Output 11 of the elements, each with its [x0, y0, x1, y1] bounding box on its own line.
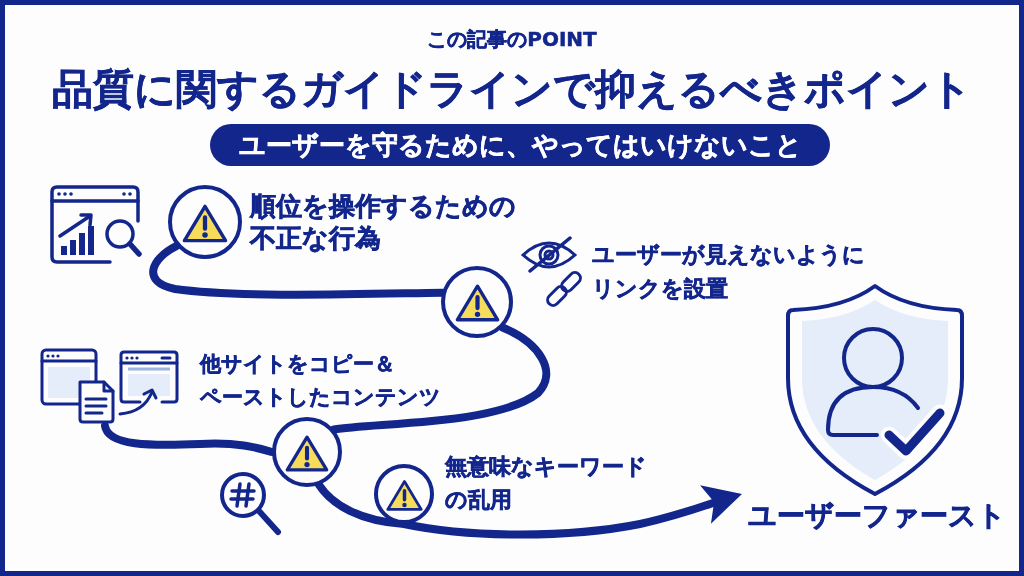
warning-circle [374, 464, 434, 524]
road-arrow [403, 485, 742, 539]
copy-paste-icon [40, 348, 180, 426]
subtitle-banner: ユーザーを守るために、やってはいけないこと [210, 124, 830, 166]
kicker-text: この記事のPOINT [427, 28, 597, 51]
warning-caption: ユーザーが見えないようにリンクを設置 [592, 241, 866, 303]
warning-caption: 順位を操作するための不正な行為 [250, 190, 517, 254]
road-line [329, 323, 551, 434]
warning-caption: 無意味なキーワードの乱用 [445, 453, 648, 514]
goal-label: ユーザーファースト [748, 500, 1006, 533]
title: 品質に関するガイドラインで抑えるべきポイント [52, 66, 972, 114]
